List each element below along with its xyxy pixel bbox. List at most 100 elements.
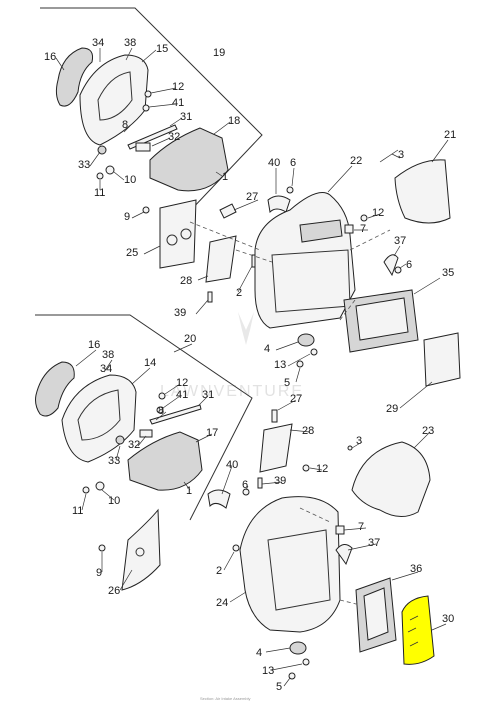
- part-5b[interactable]: [288, 672, 296, 680]
- callout-13b: 13: [262, 665, 274, 677]
- callout-38: 38: [124, 37, 136, 49]
- callout-23: 23: [422, 425, 434, 437]
- callout-14: 14: [144, 357, 156, 369]
- part-32b[interactable]: [139, 429, 153, 438]
- callout-27: 27: [246, 191, 258, 203]
- callout-29: 29: [386, 403, 398, 415]
- callout-12c: 12: [176, 377, 188, 389]
- leader-lines: [55, 47, 449, 687]
- part-23[interactable]: [351, 441, 431, 517]
- callout-31: 31: [180, 111, 192, 123]
- part-33b[interactable]: [115, 435, 125, 445]
- part-4[interactable]: [297, 333, 315, 347]
- part-5[interactable]: [296, 360, 304, 368]
- part-15[interactable]: [79, 54, 149, 146]
- part-12d[interactable]: [302, 464, 310, 472]
- callout-12d: 12: [316, 463, 328, 475]
- callout-40: 40: [268, 157, 280, 169]
- part-39[interactable]: [207, 291, 213, 303]
- part-9[interactable]: [142, 206, 150, 214]
- part-25[interactable]: [159, 199, 197, 269]
- part-30-tabs: [407, 615, 419, 647]
- part-29[interactable]: [423, 332, 461, 387]
- part-13[interactable]: [310, 348, 318, 356]
- part-6[interactable]: [286, 186, 294, 194]
- callout-35: 35: [442, 267, 454, 279]
- part-31b[interactable]: [149, 404, 202, 425]
- part-36-inner: [363, 587, 389, 641]
- callout-2b: 2: [216, 565, 222, 577]
- part-14[interactable]: [61, 374, 137, 463]
- part-40b[interactable]: [207, 489, 231, 509]
- part-10b[interactable]: [95, 481, 105, 491]
- part-28[interactable]: [205, 235, 237, 283]
- callout-28b: 28: [302, 425, 314, 437]
- part-11b[interactable]: [82, 486, 90, 494]
- part-14-window: [77, 389, 121, 441]
- part-6c[interactable]: [242, 488, 250, 496]
- guide-line: [349, 229, 391, 251]
- part-3b[interactable]: [347, 445, 353, 451]
- part-28b[interactable]: [259, 423, 293, 473]
- part-40[interactable]: [267, 195, 291, 214]
- guide-line: [235, 249, 273, 263]
- callout-17: 17: [206, 427, 218, 439]
- part-30-highlighted[interactable]: [401, 595, 435, 665]
- part-32[interactable]: [135, 142, 151, 152]
- callout-38b: 38: [102, 349, 114, 361]
- part-7[interactable]: [344, 224, 354, 234]
- part-22-intake: [299, 219, 343, 243]
- part-12c[interactable]: [158, 392, 166, 400]
- part-27[interactable]: [219, 203, 237, 219]
- guide-line: [189, 221, 261, 251]
- part-26[interactable]: [121, 508, 161, 591]
- callout-3b: 3: [356, 435, 362, 447]
- part-16b[interactable]: [35, 361, 75, 417]
- part-24[interactable]: [239, 496, 341, 633]
- part-12b[interactable]: [360, 214, 368, 222]
- callout-21: 21: [444, 129, 456, 141]
- part-39b[interactable]: [257, 477, 263, 489]
- callout-37b: 37: [368, 537, 380, 549]
- part-35-inner: [355, 297, 409, 341]
- part-9b[interactable]: [98, 544, 106, 552]
- part-24-window: [267, 529, 331, 611]
- callout-28: 28: [180, 275, 192, 287]
- part-4b[interactable]: [289, 641, 307, 655]
- callout-11: 11: [94, 187, 105, 199]
- part-11[interactable]: [96, 172, 104, 180]
- part-7b[interactable]: [335, 525, 345, 535]
- part-16[interactable]: [55, 47, 93, 107]
- part-13b[interactable]: [302, 658, 310, 666]
- callout-27b: 27: [290, 393, 302, 405]
- callout-5b: 5: [276, 681, 282, 693]
- part-6b[interactable]: [394, 266, 402, 274]
- part-41[interactable]: [142, 104, 150, 112]
- part-37[interactable]: [383, 254, 399, 277]
- callout-39: 39: [174, 307, 186, 319]
- callout-18: 18: [228, 115, 240, 127]
- part-27b[interactable]: [271, 409, 278, 423]
- part-17[interactable]: [127, 431, 203, 491]
- part-15-window: [97, 71, 133, 121]
- part-25-hole: [166, 234, 178, 246]
- callout-41b: 41: [176, 389, 188, 401]
- part-41b[interactable]: [156, 406, 164, 414]
- callout-33b: 33: [108, 455, 120, 467]
- callout-16: 16: [44, 51, 56, 63]
- part-37b[interactable]: [335, 544, 353, 566]
- callout-2: 2: [236, 287, 242, 299]
- callout-9: 9: [124, 211, 130, 223]
- callout-20: 20: [184, 333, 196, 345]
- part-21[interactable]: [394, 159, 451, 224]
- watermark: LAWNVENTURE: [160, 312, 304, 400]
- part-18[interactable]: [149, 127, 229, 192]
- watermark-text: LAWNVENTURE: [160, 383, 304, 400]
- part-10[interactable]: [105, 165, 115, 175]
- callout-30: 30: [442, 613, 454, 625]
- callout-40b: 40: [226, 459, 238, 471]
- part-22[interactable]: [254, 192, 356, 329]
- part-3[interactable]: [379, 149, 399, 163]
- part-12[interactable]: [144, 90, 152, 98]
- part-2b[interactable]: [232, 544, 240, 552]
